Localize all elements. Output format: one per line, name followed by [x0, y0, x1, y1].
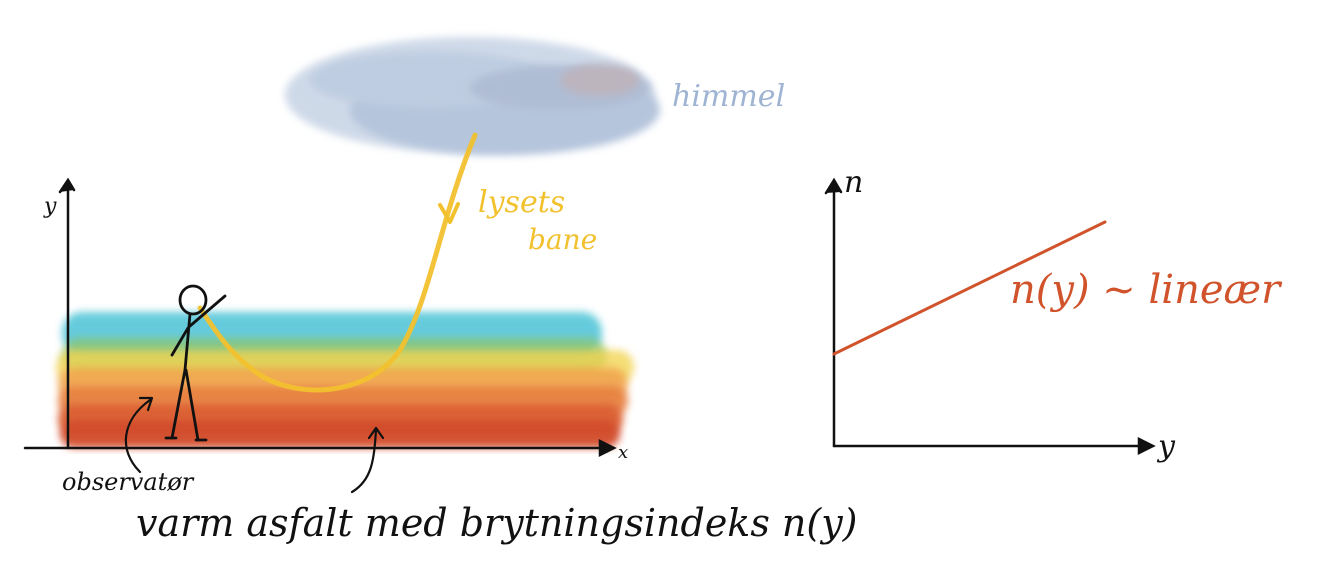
right-x-axis-label: y [1158, 429, 1175, 464]
asphalt-label: varm asfalt med brytningsindeks n(y) [136, 501, 858, 545]
right-y-axis-label: n [844, 165, 864, 200]
n-of-y-line [832, 220, 1107, 356]
observer-figure [164, 284, 227, 442]
light-path-label-line2: bane [528, 223, 598, 256]
asphalt-arrow [350, 426, 385, 494]
sky-label: himmel [672, 79, 786, 114]
light-path-arrow [438, 202, 460, 224]
left-x-axis-label: x [618, 442, 629, 463]
observer-arrow [124, 396, 154, 474]
n-of-y-label: n(y) ~ lineær [1010, 267, 1281, 313]
left-axes [23, 177, 617, 458]
left-y-axis-label: y [44, 194, 57, 219]
light-path [197, 132, 478, 393]
sky-cloud [285, 37, 660, 155]
light-path-label-line1: lysets [478, 185, 566, 220]
asphalt-layers [56, 312, 634, 448]
observer-label: observatør [62, 468, 194, 496]
right-axes [824, 177, 1156, 456]
